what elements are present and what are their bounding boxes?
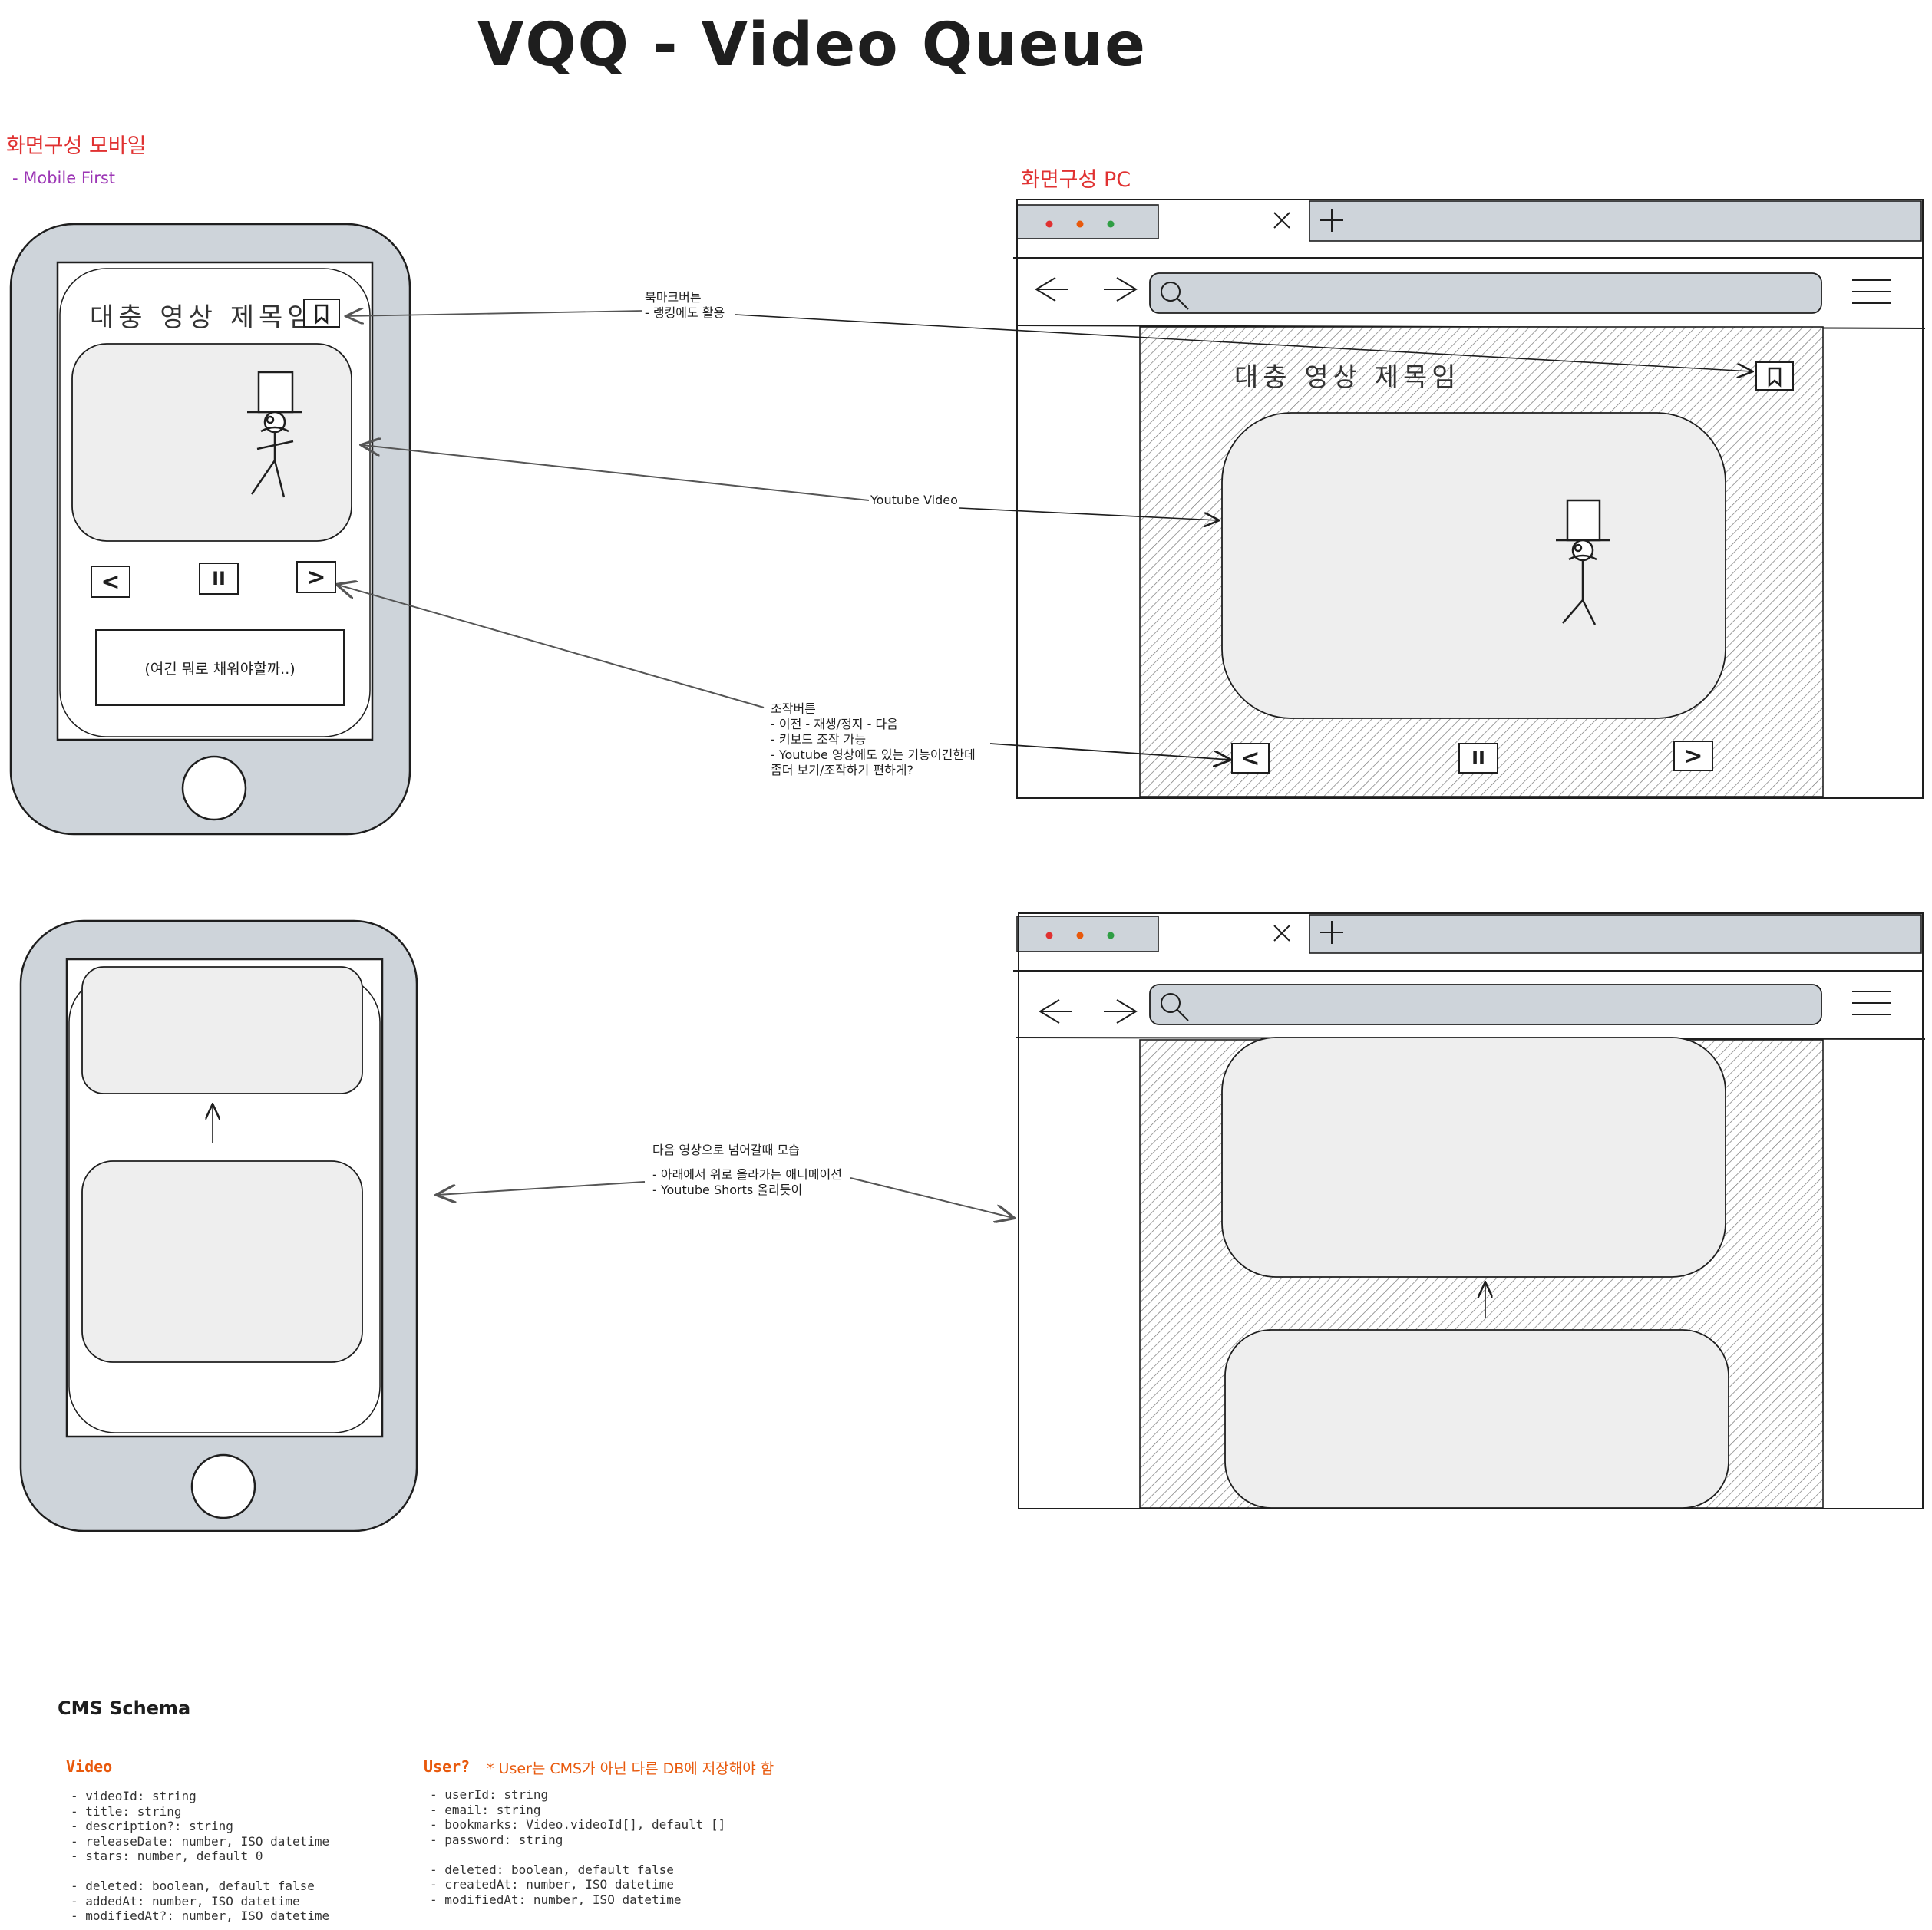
pc-bookmark-button[interactable]	[1755, 361, 1794, 391]
mobile-device-2	[19, 919, 418, 1532]
browser-window-1	[1013, 199, 1926, 799]
mobile-video-title: 대충 영상 제목임	[90, 302, 316, 333]
browser-window-2	[1013, 912, 1926, 1509]
bookmark-icon	[315, 304, 329, 325]
mobile-heading: 화면구성 모바일	[6, 134, 147, 158]
bookmark-icon	[1768, 367, 1782, 388]
pause-button[interactable]: II	[199, 563, 239, 595]
pc-pause-button[interactable]: II	[1458, 743, 1498, 774]
bookmark-annotation: 북마크버튼 - 랭킹에도 활용	[645, 290, 725, 320]
connector-arrows	[338, 311, 1752, 1218]
bookmark-button[interactable]	[303, 299, 340, 328]
video-schema-name: Video	[66, 1757, 113, 1776]
page-title: VQQ - Video Queue	[477, 11, 1148, 80]
filler-box: (여긴 뭐로 채워야할까..)	[95, 629, 345, 706]
user-schema-fields: - userId: string - email: string - bookm…	[430, 1787, 726, 1907]
user-schema-note: * User는 CMS가 아닌 다른 DB에 저장해야 함	[487, 1760, 774, 1777]
stick-figure-pc-icon	[1556, 499, 1610, 625]
mobile-subheading: - Mobile First	[12, 169, 116, 187]
next-button[interactable]: >	[296, 561, 336, 593]
schema-heading: CMS Schema	[58, 1697, 191, 1719]
transition-annotation: 다음 영상으로 넘어갈때 모습 - 아래에서 위로 올라가는 애니메이션 - Y…	[652, 1143, 842, 1197]
pc-heading: 화면구성 PC	[1021, 168, 1131, 192]
pc-prev-button[interactable]: <	[1231, 743, 1270, 774]
stick-figure-icon	[247, 371, 302, 498]
controls-annotation: 조작버튼 - 이전 - 재생/정지 - 다음 - 키보드 조작 가능 - You…	[771, 701, 976, 777]
prev-button[interactable]: <	[91, 566, 130, 598]
user-schema-name: User?	[424, 1757, 471, 1776]
video-schema-fields: - videoId: string - title: string - desc…	[71, 1789, 330, 1923]
pc-next-button[interactable]: >	[1673, 741, 1713, 771]
youtube-annotation: Youtube Video	[870, 493, 958, 507]
pc-video-title: 대충 영상 제목임	[1234, 362, 1461, 393]
